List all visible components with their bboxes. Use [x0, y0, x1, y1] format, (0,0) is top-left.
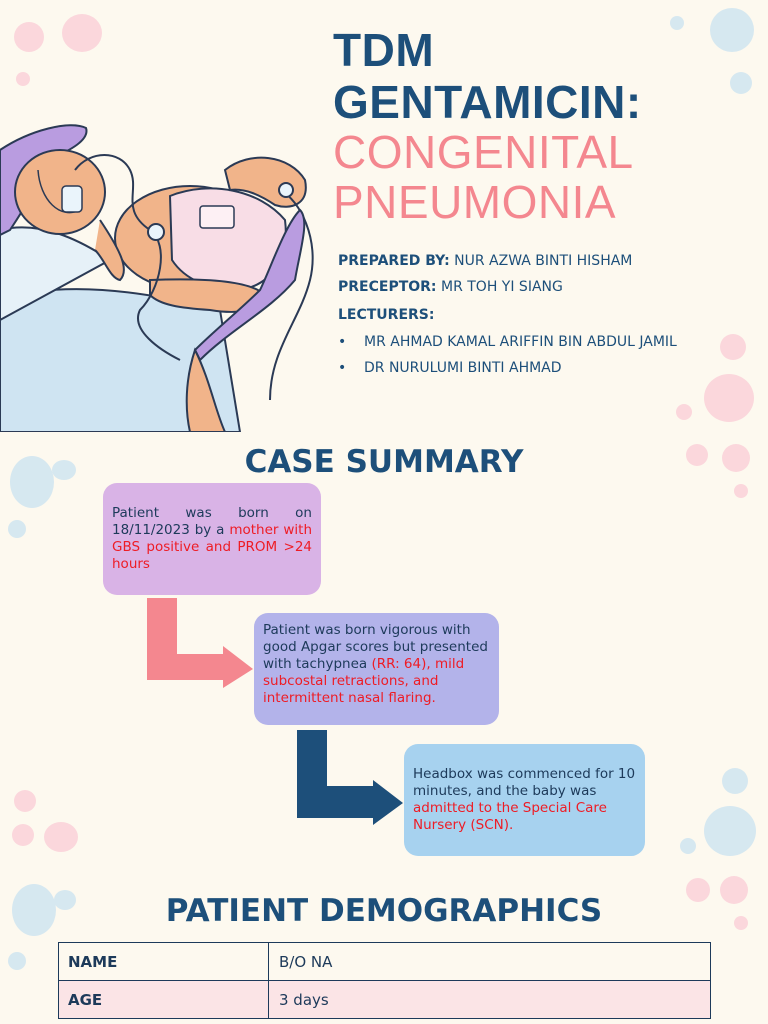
case-box-presentation-highlight: (RR: 64), mild subcostal retractions, an… [263, 656, 465, 706]
lecturer-name: DR NURULUMI BINTI AHMAD [364, 360, 562, 376]
decor-dot [704, 806, 756, 856]
decor-dot [722, 768, 748, 794]
decor-dot [16, 72, 30, 86]
title-line-2: GENTAMICIN: [333, 76, 642, 128]
case-summary-heading: CASE SUMMARY [244, 444, 524, 480]
flow-arrow-icon [147, 598, 253, 688]
decor-dot [722, 444, 750, 472]
case-box-admission-text: Headbox was commenced for 10 minutes, an… [413, 766, 636, 799]
decor-dot [734, 484, 748, 498]
decor-dot [686, 878, 710, 902]
decor-dot [12, 884, 56, 936]
decor-dot [676, 404, 692, 420]
prepared-by: PREPARED BY: NUR AZWA BINTI HISHAM [338, 253, 632, 269]
decor-dot [730, 72, 752, 94]
table-row: AGE 3 days [58, 980, 711, 1019]
demographics-key: AGE [58, 980, 269, 1019]
decor-dot [8, 952, 26, 970]
decor-dot [14, 790, 36, 812]
decor-dot [704, 374, 754, 422]
newborn-illustration [0, 124, 314, 432]
case-box-presentation: Patient was born vigorous with good Apga… [254, 613, 499, 725]
title-line-4: PNEUMONIA [333, 176, 617, 228]
decor-dot [686, 444, 708, 466]
prepared-by-label: PREPARED BY: [338, 253, 450, 269]
lecturers-label: LECTURERS: [338, 307, 434, 323]
case-box-admission: Headbox was commenced for 10 minutes, an… [404, 744, 645, 856]
decor-dot [52, 460, 76, 480]
decor-dot [10, 456, 54, 508]
decor-dot [670, 16, 684, 30]
table-row: NAME B/O NA [58, 942, 711, 981]
flow-arrow-icon [297, 730, 403, 825]
demographics-table: NAME B/O NA AGE 3 days [58, 942, 711, 1019]
case-box-presentation-text: Patient was born vigorous with good Apga… [263, 622, 488, 672]
decor-dot [54, 890, 76, 910]
case-box-birth-text: Patient was born on 18/11/2023 by a [112, 505, 312, 538]
lecturers-label-text: LECTURERS: [338, 307, 435, 323]
demographics-key: NAME [58, 942, 269, 981]
decor-dot [8, 520, 26, 538]
bullet-icon: • [338, 360, 347, 376]
decor-dot [680, 838, 696, 854]
bullet-icon: • [338, 334, 347, 350]
case-box-admission-highlight: admitted to the Special Care Nursery (SC… [413, 800, 607, 833]
lecturer-item: • DR NURULUMI BINTI AHMAD [338, 360, 562, 376]
decor-dot [14, 22, 44, 52]
decor-dot [734, 916, 748, 930]
decor-dot [710, 8, 754, 52]
preceptor-value: MR TOH YI SIANG [436, 279, 563, 295]
title-line-3: CONGENITAL [333, 126, 634, 178]
decor-dot [62, 14, 102, 52]
title-line-1: TDM [333, 24, 435, 76]
demographics-value: B/O NA [268, 942, 711, 981]
demographics-value: 3 days [268, 980, 711, 1019]
prepared-by-value: NUR AZWA BINTI HISHAM [449, 253, 633, 269]
preceptor: PRECEPTOR: MR TOH YI SIANG [338, 279, 563, 295]
lecturer-name: MR AHMAD KAMAL ARIFFIN BIN ABDUL JAMIL [364, 334, 677, 350]
demographics-heading: PATIENT DEMOGRAPHICS [165, 893, 603, 929]
decor-dot [12, 824, 34, 846]
case-box-birth-highlight: mother with GBS positive and PROM >24 ho… [112, 522, 312, 572]
decor-dot [44, 822, 78, 852]
decor-dot [720, 876, 748, 904]
preceptor-label: PRECEPTOR: [338, 279, 437, 295]
case-box-birth: Patient was born on 18/11/2023 by a moth… [103, 483, 321, 595]
lecturer-item: • MR AHMAD KAMAL ARIFFIN BIN ABDUL JAMIL [338, 334, 677, 350]
decor-dot [720, 334, 746, 360]
